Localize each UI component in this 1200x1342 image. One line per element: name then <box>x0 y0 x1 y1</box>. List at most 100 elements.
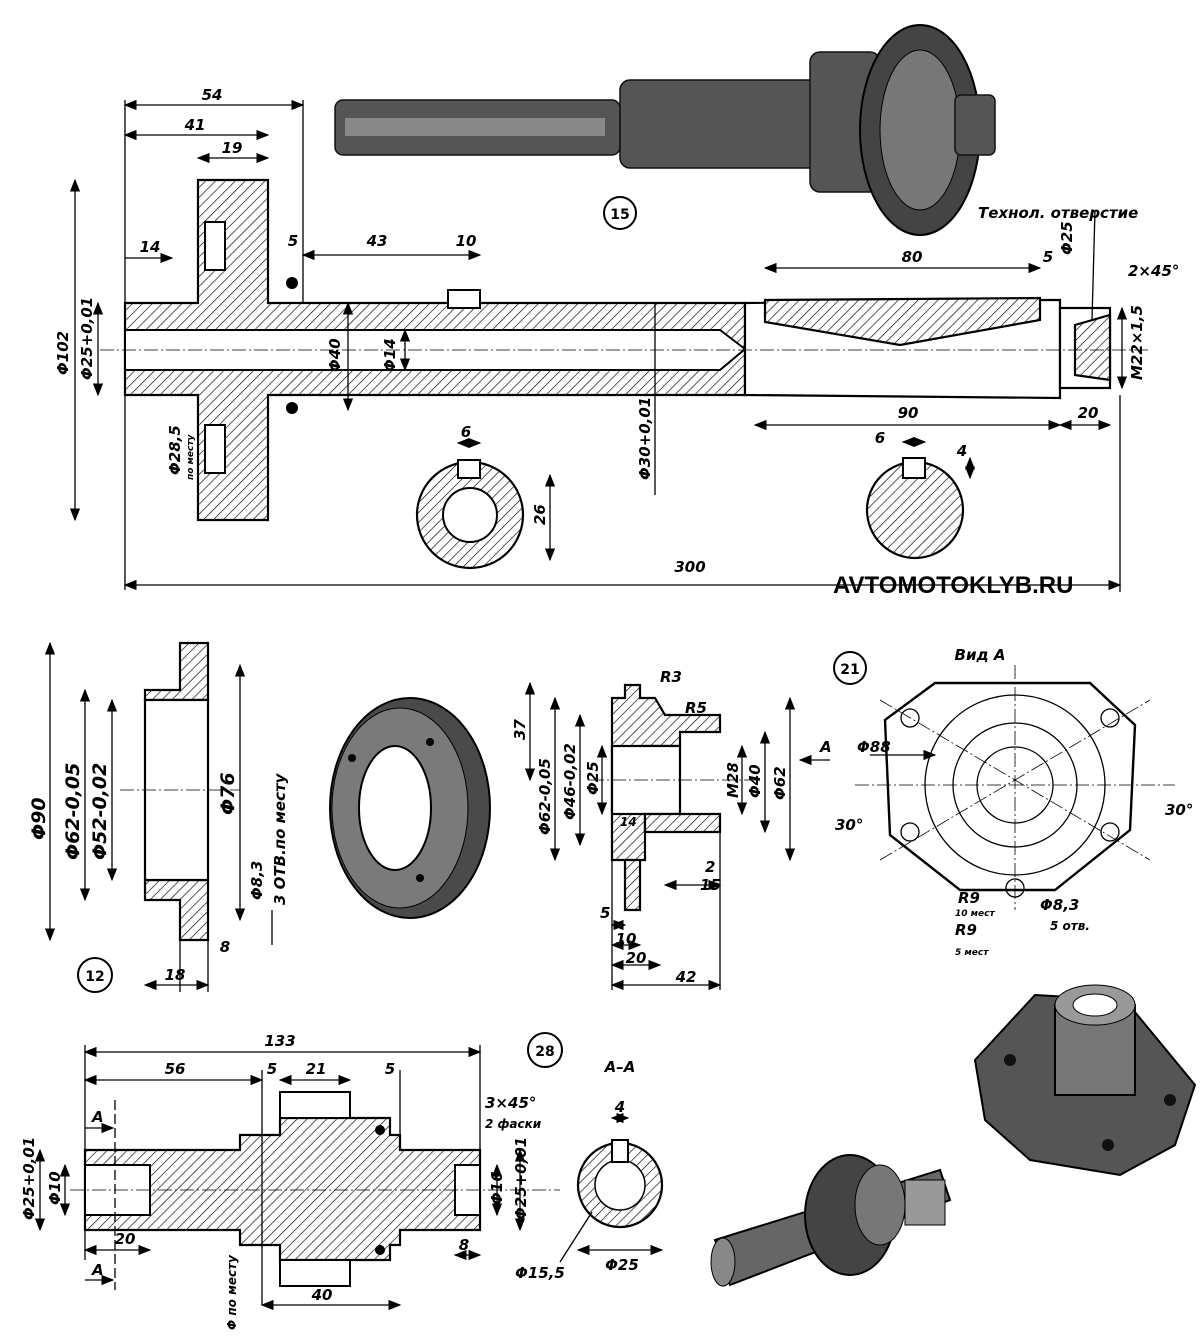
dim-phi102: Φ102 <box>54 331 72 375</box>
dim-10: 10 <box>616 930 637 948</box>
dim-phi52: Φ52-0,02 <box>89 763 111 860</box>
dim-54: 54 <box>202 86 223 104</box>
dim-r3: R3 <box>660 668 682 686</box>
dim-phi83: Φ8,3 <box>248 861 266 900</box>
section-keyway-hub <box>415 437 556 570</box>
dim-key-26: 26 <box>531 504 549 525</box>
dim-phi62: Φ62-0,05 <box>62 763 84 860</box>
bushing-illustration <box>973 984 1197 1177</box>
dim-14: 14 <box>140 238 161 256</box>
dim-5b: 5 <box>1043 248 1053 266</box>
dim-phi40: Φ40 <box>326 338 344 372</box>
dim-40: 40 <box>311 1286 333 1304</box>
dim-8: 8 <box>459 1236 469 1254</box>
dim-phi25-right: Φ25+0,01 <box>512 1137 530 1220</box>
dim-key-4: 4 <box>614 1098 625 1116</box>
dim-phi40: Φ40 <box>746 764 764 798</box>
dim-phi76: Φ76 <box>217 772 239 815</box>
dim-r5: R5 <box>685 699 707 717</box>
dim-5-holes: 5 отв. <box>1050 919 1090 933</box>
dim-phi10: Φ10 <box>46 1171 64 1205</box>
dim-m28: M28 <box>724 762 742 798</box>
dim-20: 20 <box>1078 404 1099 422</box>
gear-shaft-illustration <box>710 1154 952 1287</box>
dim-10: 10 <box>456 232 477 250</box>
dim-phi16: Φ16 <box>488 1171 506 1205</box>
dim-8: 8 <box>220 938 230 956</box>
view-arrow-a: A <box>819 738 832 756</box>
part-28-number: 28 <box>535 1044 554 1060</box>
dim-phi25-section: Φ25 <box>605 1256 639 1274</box>
view-a-flange <box>855 665 1175 910</box>
part-15-number: 15 <box>610 207 629 223</box>
dim-phi83: Φ8,3 <box>1040 896 1079 914</box>
dim-14: 14 <box>620 815 637 829</box>
dim-21: 21 <box>306 1060 327 1078</box>
tech-hole-note: Технол. отверстие <box>978 204 1138 222</box>
dim-angle-30-right: 30° <box>1165 801 1193 819</box>
dim-phi46: Φ46-0,02 <box>561 743 579 820</box>
dim-phi30: Φ30+0,01 <box>636 397 654 480</box>
dim-chamfer-note: 2 фаски <box>485 1117 542 1131</box>
dim-5b: 5 <box>385 1060 395 1078</box>
dim-41: 41 <box>184 116 206 134</box>
dim-phi155: Φ15,5 <box>515 1264 565 1282</box>
view-a-title: Вид А <box>955 646 1006 664</box>
dim-phi90: Φ90 <box>28 797 50 840</box>
dim-angle-30-left: 30° <box>835 816 863 834</box>
dim-r9b: R9 <box>955 921 977 939</box>
flange-ring-illustration <box>329 697 491 919</box>
dim-19: 19 <box>222 139 243 157</box>
shaft-photo-illustration <box>334 24 996 236</box>
dim-56: 56 <box>165 1060 186 1078</box>
dim-phi-po-mestu: Φ по месту <box>225 1254 239 1330</box>
dim-phi25-left: Φ25+0,01 <box>20 1137 38 1220</box>
dim-r9a: R9 <box>958 889 980 907</box>
dim-r9b-note: 5 мест <box>955 948 989 958</box>
dim-5: 5 <box>288 232 298 250</box>
dim-80: 80 <box>902 248 923 266</box>
dim-phi28: Φ28,5 <box>166 425 184 475</box>
dim-3-holes: 3 ОТВ.по месту <box>271 772 289 905</box>
dim-133: 133 <box>264 1032 295 1050</box>
dim-15: 15 <box>700 876 721 894</box>
dim-r9a-note: 10 мест <box>955 909 995 919</box>
dim-phi88: Φ88 <box>857 738 891 756</box>
dim-po-mestu: по месту <box>186 433 196 480</box>
dim-5: 5 <box>600 904 610 922</box>
dim-key-6b: 6 <box>875 429 885 447</box>
part-21-number: 21 <box>840 662 859 678</box>
dim-43: 43 <box>366 232 388 250</box>
dim-m22: M22×1,5 <box>1128 305 1146 380</box>
dim-chamfer: 3×45° <box>485 1094 536 1112</box>
part-21-bushing-drawing: R3 R5 37 Φ62-0,05 Φ46-0,02 Φ25 M28 Φ40 Φ… <box>511 646 1197 1177</box>
section-aa-title: А–А <box>604 1058 636 1076</box>
part-12-number: 12 <box>85 969 104 985</box>
dim-phi25: Φ25 <box>1058 221 1076 255</box>
dim-key-6a: 6 <box>461 423 471 441</box>
dim-phi62b: Φ62 <box>771 766 789 800</box>
dim-phi14: Φ14 <box>381 338 399 372</box>
watermark: AVTOMOTOKLYB.RU <box>833 572 1073 599</box>
section-mark-bottom: А <box>91 1261 104 1279</box>
dim-90: 90 <box>898 404 919 422</box>
part-15-shaft-drawing: 15 Технол. отверстие 54 41 19 14 5 43 10… <box>54 24 1179 592</box>
dim-chamfer: 2×45° <box>1128 262 1179 280</box>
dim-5a: 5 <box>267 1060 277 1078</box>
dim-phi25: Φ25 <box>584 761 602 795</box>
dim-300: 300 <box>674 558 705 576</box>
part-12-flange-drawing: 12 Φ90 Φ62-0,05 Φ52-0,02 Φ76 Φ8,3 3 ОТВ.… <box>28 641 491 993</box>
section-keyway-shaft <box>865 436 976 560</box>
dim-key-4: 4 <box>956 442 967 460</box>
section-mark-top: А <box>91 1108 104 1126</box>
dim-20: 20 <box>115 1230 136 1248</box>
section-aa <box>559 1112 664 1263</box>
dim-18: 18 <box>165 966 186 984</box>
dim-20: 20 <box>626 949 647 967</box>
dim-2: 2 <box>705 858 715 876</box>
dim-37: 37 <box>511 719 529 740</box>
dim-phi25-tol: Φ25+0,01 <box>78 297 96 380</box>
dim-phi62: Φ62-0,05 <box>536 758 554 835</box>
dim-42: 42 <box>675 968 697 986</box>
